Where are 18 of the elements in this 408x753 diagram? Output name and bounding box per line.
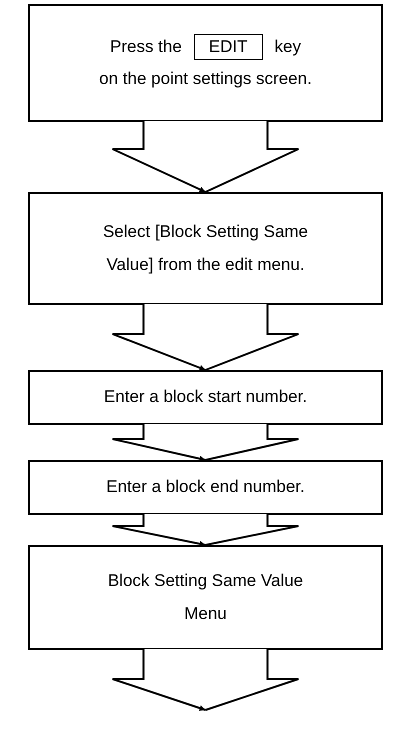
step-text: Enter a block end number. — [106, 476, 305, 498]
block-arrow — [112, 513, 300, 547]
process-box — [28, 460, 383, 515]
step-text: Block Setting Same Value Menu — [106, 570, 304, 624]
block-arrow — [112, 303, 300, 371]
step-text: Select [Block Setting Same Value] from the edit menu. — [102, 221, 310, 276]
step-text: Press the — [110, 36, 182, 58]
process-box — [28, 370, 383, 425]
step-text: Enter a block start number. — [104, 386, 308, 408]
step-text: key — [274, 36, 301, 58]
process-box — [28, 192, 383, 305]
step-text: on the point settings screen. — [99, 68, 312, 90]
key-label: EDIT — [194, 34, 263, 60]
block-arrow — [112, 648, 300, 711]
block-arrow — [112, 423, 300, 462]
process-box — [28, 4, 383, 122]
block-arrow — [112, 120, 300, 193]
process-box — [28, 545, 383, 650]
